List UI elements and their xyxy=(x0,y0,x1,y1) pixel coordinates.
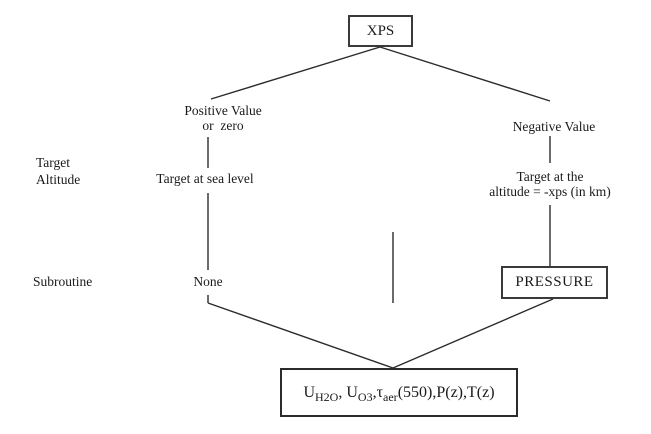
row-label-target-altitude: Target Altitude xyxy=(36,155,81,187)
pressure-subroutine-label: PRESSURE xyxy=(515,274,594,290)
pressure-subroutine-box: PRESSURE xyxy=(501,266,608,299)
edge-none-to-output xyxy=(207,302,394,369)
right-branch-condition: Negative Value xyxy=(512,119,596,134)
xps-root-label: XPS xyxy=(366,22,395,39)
left-branch-subroutine-none: None xyxy=(193,274,223,289)
u-symbol: U xyxy=(303,383,316,401)
u-symbol-2: , U xyxy=(338,383,358,401)
edge-pressure-to-output xyxy=(392,298,554,369)
left-branch-target-altitude: Target at sea level xyxy=(156,171,254,186)
edge-xps-to-positive xyxy=(210,46,381,100)
h2o-subscript: H2O xyxy=(315,389,339,404)
output-parameters-box: UH2O, UO3,τaer(550),P(z),T(z) xyxy=(280,368,518,417)
left-branch-condition: Positive Value or zero xyxy=(184,103,262,133)
edge-xps-to-negative xyxy=(379,46,551,102)
xps-root-box: XPS xyxy=(348,15,413,47)
formula-tail: (550),P(z),T(z) xyxy=(397,383,495,401)
row-label-subroutine: Subroutine xyxy=(33,274,93,289)
right-branch-target-altitude: Target at the altitude = -xps (in km) xyxy=(489,169,611,199)
output-parameters-formula: UH2O, UO3,τaer(550),P(z),T(z) xyxy=(303,383,495,404)
o3-subscript: O3 xyxy=(357,389,373,404)
tau-symbol: ,τ xyxy=(372,383,384,401)
aer-subscript: aer xyxy=(383,389,398,404)
